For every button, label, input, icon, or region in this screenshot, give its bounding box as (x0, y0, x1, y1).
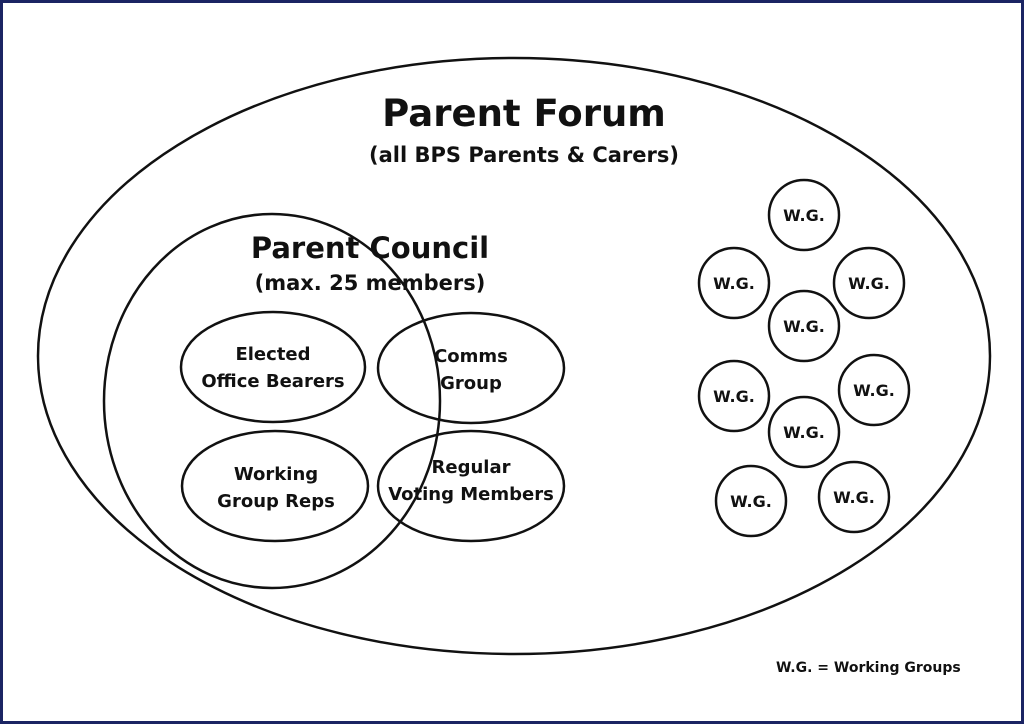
council-title: Parent Council (251, 231, 489, 265)
working-group-circle: W.G. (832, 246, 906, 320)
svg-text:W.G.: W.G. (848, 274, 890, 293)
group-label-line2: Office Bearers (201, 371, 344, 392)
svg-text:W.G.: W.G. (853, 381, 895, 400)
svg-text:W.G.: W.G. (783, 206, 825, 225)
forum-subtitle: (all BPS Parents & Carers) (369, 143, 679, 167)
svg-text:W.G.: W.G. (713, 387, 755, 406)
working-group-circle: W.G. (837, 353, 911, 427)
group-label-line1: Regular (432, 457, 511, 478)
group-label-line2: Voting Members (388, 484, 554, 505)
svg-text:W.G.: W.G. (783, 317, 825, 336)
group-label-line2: Group Reps (217, 491, 335, 512)
group-comms: Comms Group (376, 311, 566, 425)
group-label-line1: Elected (235, 344, 310, 365)
working-groups-cluster: W.G. W.G. W.G. W.G. W.G. W.G. W.G. W.G. … (697, 178, 911, 538)
working-group-circle: W.G. (697, 359, 771, 433)
working-group-circle: W.G. (714, 464, 788, 538)
group-regular-voting-members: Regular Voting Members (376, 429, 566, 543)
group-working-group-reps: Working Group Reps (180, 429, 370, 543)
group-elected-office-bearers: Elected Office Bearers (179, 310, 367, 424)
group-label-line2: Group (440, 373, 502, 394)
parent-council-ellipse (102, 212, 442, 590)
legend-note: W.G. = Working Groups (776, 660, 961, 676)
working-group-circle: W.G. (767, 395, 841, 469)
working-group-circle: W.G. (767, 178, 841, 252)
working-group-circle: W.G. (817, 460, 891, 534)
working-group-circle: W.G. (697, 246, 771, 320)
group-label-line1: Working (234, 464, 318, 485)
group-label-line1: Comms (434, 346, 508, 367)
working-group-circle: W.G. (767, 289, 841, 363)
parent-forum-ellipse (36, 56, 992, 656)
forum-title: Parent Forum (382, 92, 666, 135)
svg-text:W.G.: W.G. (783, 423, 825, 442)
svg-text:W.G.: W.G. (833, 488, 875, 507)
svg-text:W.G.: W.G. (730, 492, 772, 511)
council-subtitle: (max. 25 members) (255, 271, 486, 295)
svg-text:W.G.: W.G. (713, 274, 755, 293)
